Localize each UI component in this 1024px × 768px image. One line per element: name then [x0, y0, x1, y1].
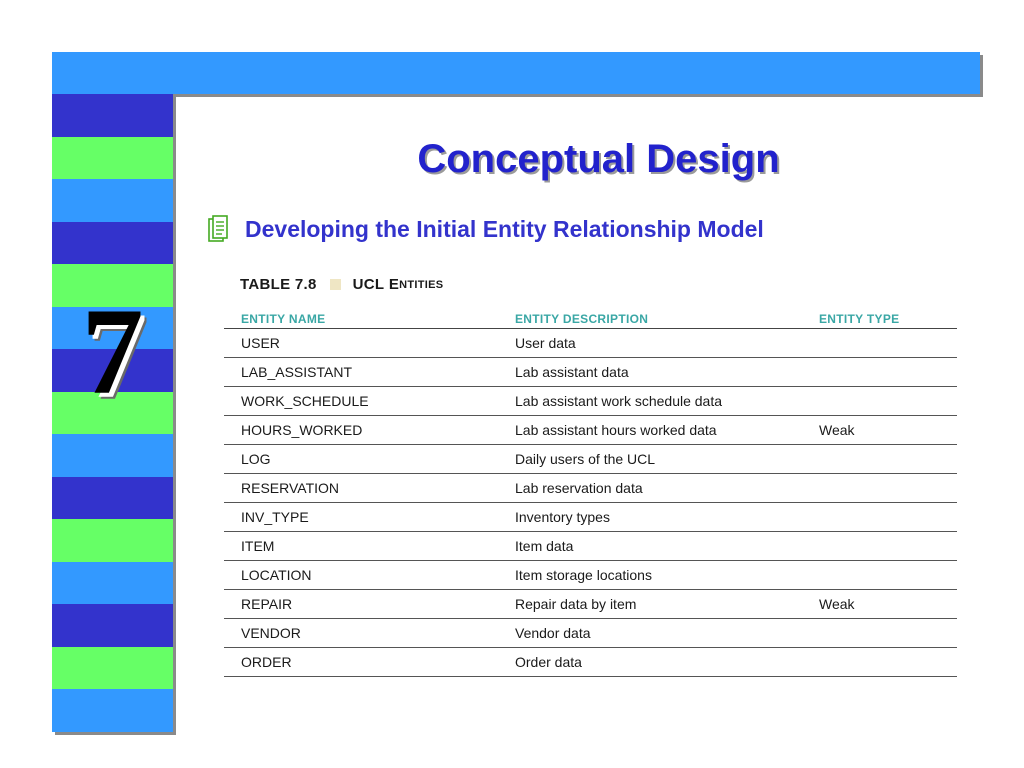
cell-entity-type — [819, 328, 957, 358]
cell-entity-description: Lab reservation data — [515, 473, 819, 503]
cell-entity-description: Lab assistant hours worked data — [515, 415, 819, 445]
cell-entity-name: RESERVATION — [224, 473, 515, 503]
cell-entity-description: Lab assistant data — [515, 357, 819, 387]
cell-entity-name: LAB_ASSISTANT — [224, 357, 515, 387]
cell-entity-type — [819, 502, 957, 532]
table-caption-initial: E — [388, 276, 400, 293]
cell-entity-description: Item data — [515, 531, 819, 561]
color-band — [52, 264, 173, 307]
color-band — [52, 689, 173, 732]
cell-entity-name: INV_TYPE — [224, 502, 515, 532]
page-title: Conceptual Design — [417, 137, 780, 181]
cell-entity-description: Daily users of the UCL — [515, 444, 819, 474]
cell-entity-type — [819, 560, 957, 590]
color-band — [52, 434, 173, 477]
cell-entity-type: Weak — [819, 415, 957, 445]
color-band — [52, 391, 173, 435]
subtitle: Developing the Initial Entity Relationsh… — [245, 215, 764, 242]
cell-entity-type — [819, 357, 957, 387]
cell-entity-name: REPAIR — [224, 589, 515, 619]
color-band — [52, 349, 173, 392]
cell-entity-description: User data — [515, 328, 819, 358]
table-header-row: ENTITY NAME ENTITY DESCRIPTION ENTITY TY… — [224, 310, 957, 329]
cell-entity-description: Repair data by item — [515, 589, 819, 619]
cell-entity-description: Order data — [515, 647, 819, 677]
cell-entity-name: USER — [224, 328, 515, 358]
cell-entity-description: Inventory types — [515, 502, 819, 532]
cell-entity-description: Item storage locations — [515, 560, 819, 590]
header-entity-name: ENTITY NAME — [224, 310, 515, 329]
color-band — [52, 561, 173, 605]
cell-entity-description: Lab assistant work schedule data — [515, 386, 819, 416]
table-caption-prefix: UCL — [352, 276, 385, 293]
notepad-bullet-icon — [205, 214, 231, 244]
color-band — [52, 476, 173, 520]
color-band — [52, 604, 173, 647]
entity-table: ENTITY NAME ENTITY DESCRIPTION ENTITY TY… — [224, 310, 957, 677]
subtitle-row: Developing the Initial Entity Relationsh… — [205, 213, 764, 245]
cell-entity-name: WORK_SCHEDULE — [224, 386, 515, 416]
color-band — [52, 646, 173, 690]
color-band — [52, 179, 173, 222]
cell-entity-type — [819, 618, 957, 648]
color-band — [52, 221, 173, 265]
color-band — [52, 519, 173, 562]
cell-entity-name: HOURS_WORKED — [224, 415, 515, 445]
cell-entity-type — [819, 444, 957, 474]
color-band — [52, 136, 173, 180]
cell-entity-name: VENDOR — [224, 618, 515, 648]
color-band — [52, 94, 173, 137]
table-caption-smallcaps: NTITIES — [399, 278, 444, 291]
cell-entity-name: LOG — [224, 444, 515, 474]
caption-square-icon — [329, 279, 341, 290]
header-entity-type: ENTITY TYPE — [819, 310, 957, 329]
cell-entity-type — [819, 531, 957, 561]
cell-entity-type — [819, 473, 957, 503]
cell-entity-type — [819, 647, 957, 677]
top-bar — [52, 52, 980, 94]
header-entity-description: ENTITY DESCRIPTION — [515, 310, 819, 329]
color-band — [52, 306, 173, 350]
cell-entity-name: ORDER — [224, 647, 515, 677]
cell-entity-type: Weak — [819, 589, 957, 619]
cell-entity-description: Vendor data — [515, 618, 819, 648]
cell-entity-name: ITEM — [224, 531, 515, 561]
table-caption-label: TABLE 7.8 — [240, 276, 317, 293]
cell-entity-type — [819, 386, 957, 416]
left-color-strip — [52, 94, 173, 732]
cell-entity-name: LOCATION — [224, 560, 515, 590]
chapter-number: 7 — [81, 283, 144, 420]
